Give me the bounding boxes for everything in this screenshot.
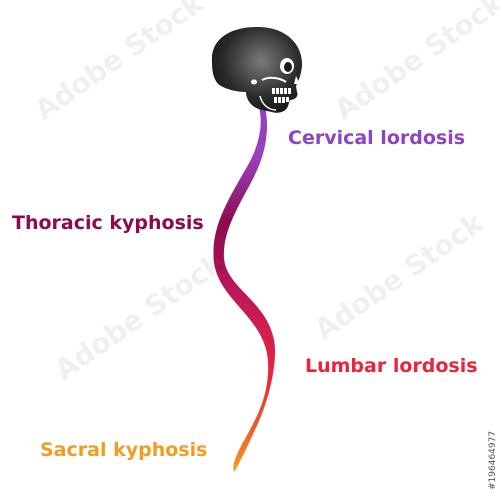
skull-icon [211,26,303,113]
sacral-kyphosis-label: Sacral kyphosis [40,439,208,461]
cervical-lordosis-label: Cervical lordosis [288,127,466,149]
spine-curve [213,88,276,472]
lumbar-lordosis-label: Lumbar lordosis [305,355,478,377]
thoracic-kyphosis-label: Thoracic kyphosis [12,212,204,234]
stock-id: #196464977 [488,430,498,490]
